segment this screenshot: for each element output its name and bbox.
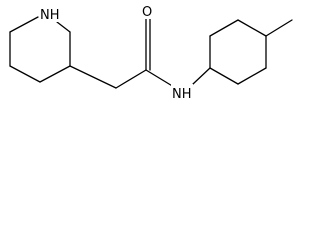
carbonyl-oxygen-label-bg [141,2,154,19]
bond-cy1-cy2 [209,67,239,85]
amide-nh-label-bg [171,84,193,101]
bond-pip-c6-n [9,16,39,33]
bond-layer [9,16,293,89]
bond-pip-c3-c4 [39,65,71,83]
piperidine-nh-label-bg [39,5,61,22]
bond-co-n [145,69,175,88]
bond-cy4-me [265,19,293,37]
piperidine-nh-label: NH [40,8,60,23]
bond-cy4-cy5 [237,19,267,37]
bond-cy5-cy6 [209,19,239,37]
bond-c2-ch2 [69,65,117,89]
carbonyl-oxygen-label: O [142,5,152,20]
bond-ch2-co [115,69,147,89]
amide-nh-label: NH [172,87,192,102]
bond-pip-n-c2 [56,21,71,33]
atom-label-layer: NH O NH [39,2,193,102]
structure-diagram: NH O NH [9,2,293,102]
bond-cy2-cy3 [237,67,267,85]
bond-n-cy1 [192,67,211,85]
bond-pip-c4-c5 [9,65,41,83]
